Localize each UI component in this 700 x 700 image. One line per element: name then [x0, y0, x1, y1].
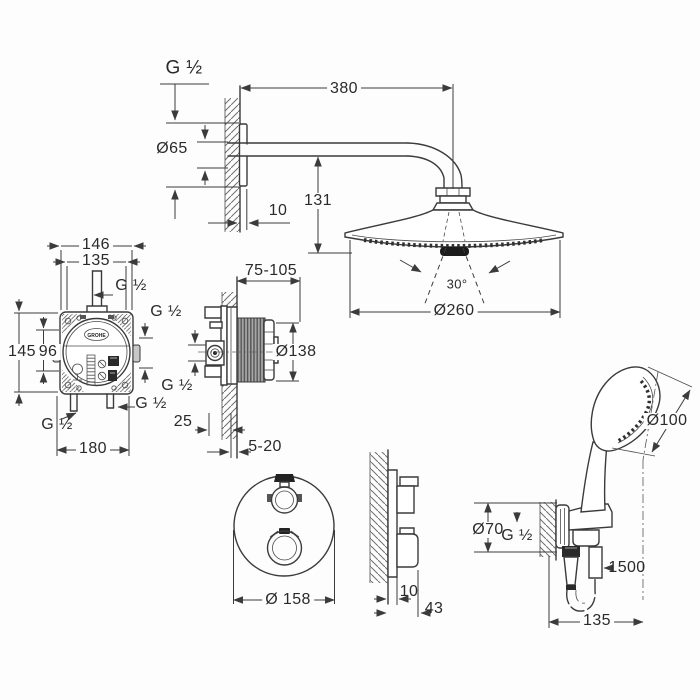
lower-knob-profile — [397, 534, 418, 567]
dim-hand-thread: G ½ — [501, 527, 533, 544]
dim-arm-length: 380 — [327, 81, 361, 97]
icon-screw-1 — [98, 360, 106, 368]
dim-arm-thread: G ½ — [165, 57, 203, 79]
dim-plate-depth: 10 — [399, 583, 419, 600]
arm-nut — [436, 188, 470, 196]
wall-elbow-escutcheon — [556, 505, 569, 548]
dim-hose-length: 1500 — [608, 559, 646, 576]
hand-shower-head — [591, 367, 660, 451]
dim-spray-angle: 30° — [443, 277, 471, 291]
dim-install-depth-range: 75-105 — [244, 262, 298, 279]
dim-plate-diameter: Ø 158 — [262, 592, 314, 608]
grohe-logo-oval — [85, 329, 109, 341]
head-shower-view — [160, 84, 563, 318]
upper-knob-cap — [274, 474, 295, 482]
valve-side-port — [208, 346, 223, 361]
hose-nut — [562, 546, 580, 557]
hose-top — [589, 547, 602, 578]
dim-valve-thread: G ½ — [161, 377, 193, 394]
temp-knob — [268, 531, 302, 565]
thermostat-side-view — [370, 450, 431, 617]
diverter-knob — [272, 487, 298, 513]
side-port-right — [133, 345, 140, 362]
icon-scale-bar — [87, 355, 95, 385]
hand-shower-handle — [581, 442, 607, 512]
dim-box-thread-side: G ½ — [150, 303, 182, 320]
hose-loop — [567, 579, 595, 611]
dim-box-width-inner: 135 — [79, 253, 113, 269]
dim-height-below-arm: 131 — [301, 193, 335, 209]
spray-center — [440, 247, 469, 256]
upper-knob-profile — [397, 486, 414, 513]
dim-box-width-outer: 146 — [79, 237, 113, 253]
dim-box-thread-bottom-left: G ½ — [41, 416, 73, 433]
valve-side-view — [188, 277, 302, 458]
icon-block-2 — [108, 370, 117, 381]
dim-wall-offset: 135 — [580, 613, 614, 629]
dim-box-thread-bottom-right: G ½ — [135, 395, 167, 412]
dim-trim-diameter: Ø138 — [272, 344, 320, 360]
dim-box-height-inner: 96 — [35, 344, 61, 360]
hand-shower-view — [474, 367, 692, 628]
trim-plate-profile — [388, 470, 397, 577]
dim-head-diameter: Ø260 — [430, 303, 478, 319]
dim-box-width-bottom: 180 — [76, 441, 110, 457]
dim-total-depth: 43 — [424, 600, 444, 617]
thermostat-front-view — [233, 474, 335, 604]
dim-escutcheon-diameter: Ø70 — [469, 522, 507, 538]
dim-flange-depth: 10 — [268, 202, 288, 219]
icon-block-1 — [108, 356, 119, 366]
dim-min-depth: 25 — [173, 413, 193, 430]
dim-hand-head-diameter: Ø100 — [643, 413, 691, 429]
dim-box-thread-top: G ½ — [115, 277, 147, 294]
valve-cartridge — [237, 318, 265, 382]
dim-box-height-outer: 145 — [5, 344, 39, 360]
dim-flange-diameter: Ø65 — [156, 140, 188, 157]
icon-screw-2 — [98, 372, 106, 380]
rough-in-box-view: GROHE — [14, 242, 153, 456]
dim-finish-depth-range: 5-20 — [248, 438, 282, 455]
grohe-logo: GROHE — [87, 333, 106, 339]
